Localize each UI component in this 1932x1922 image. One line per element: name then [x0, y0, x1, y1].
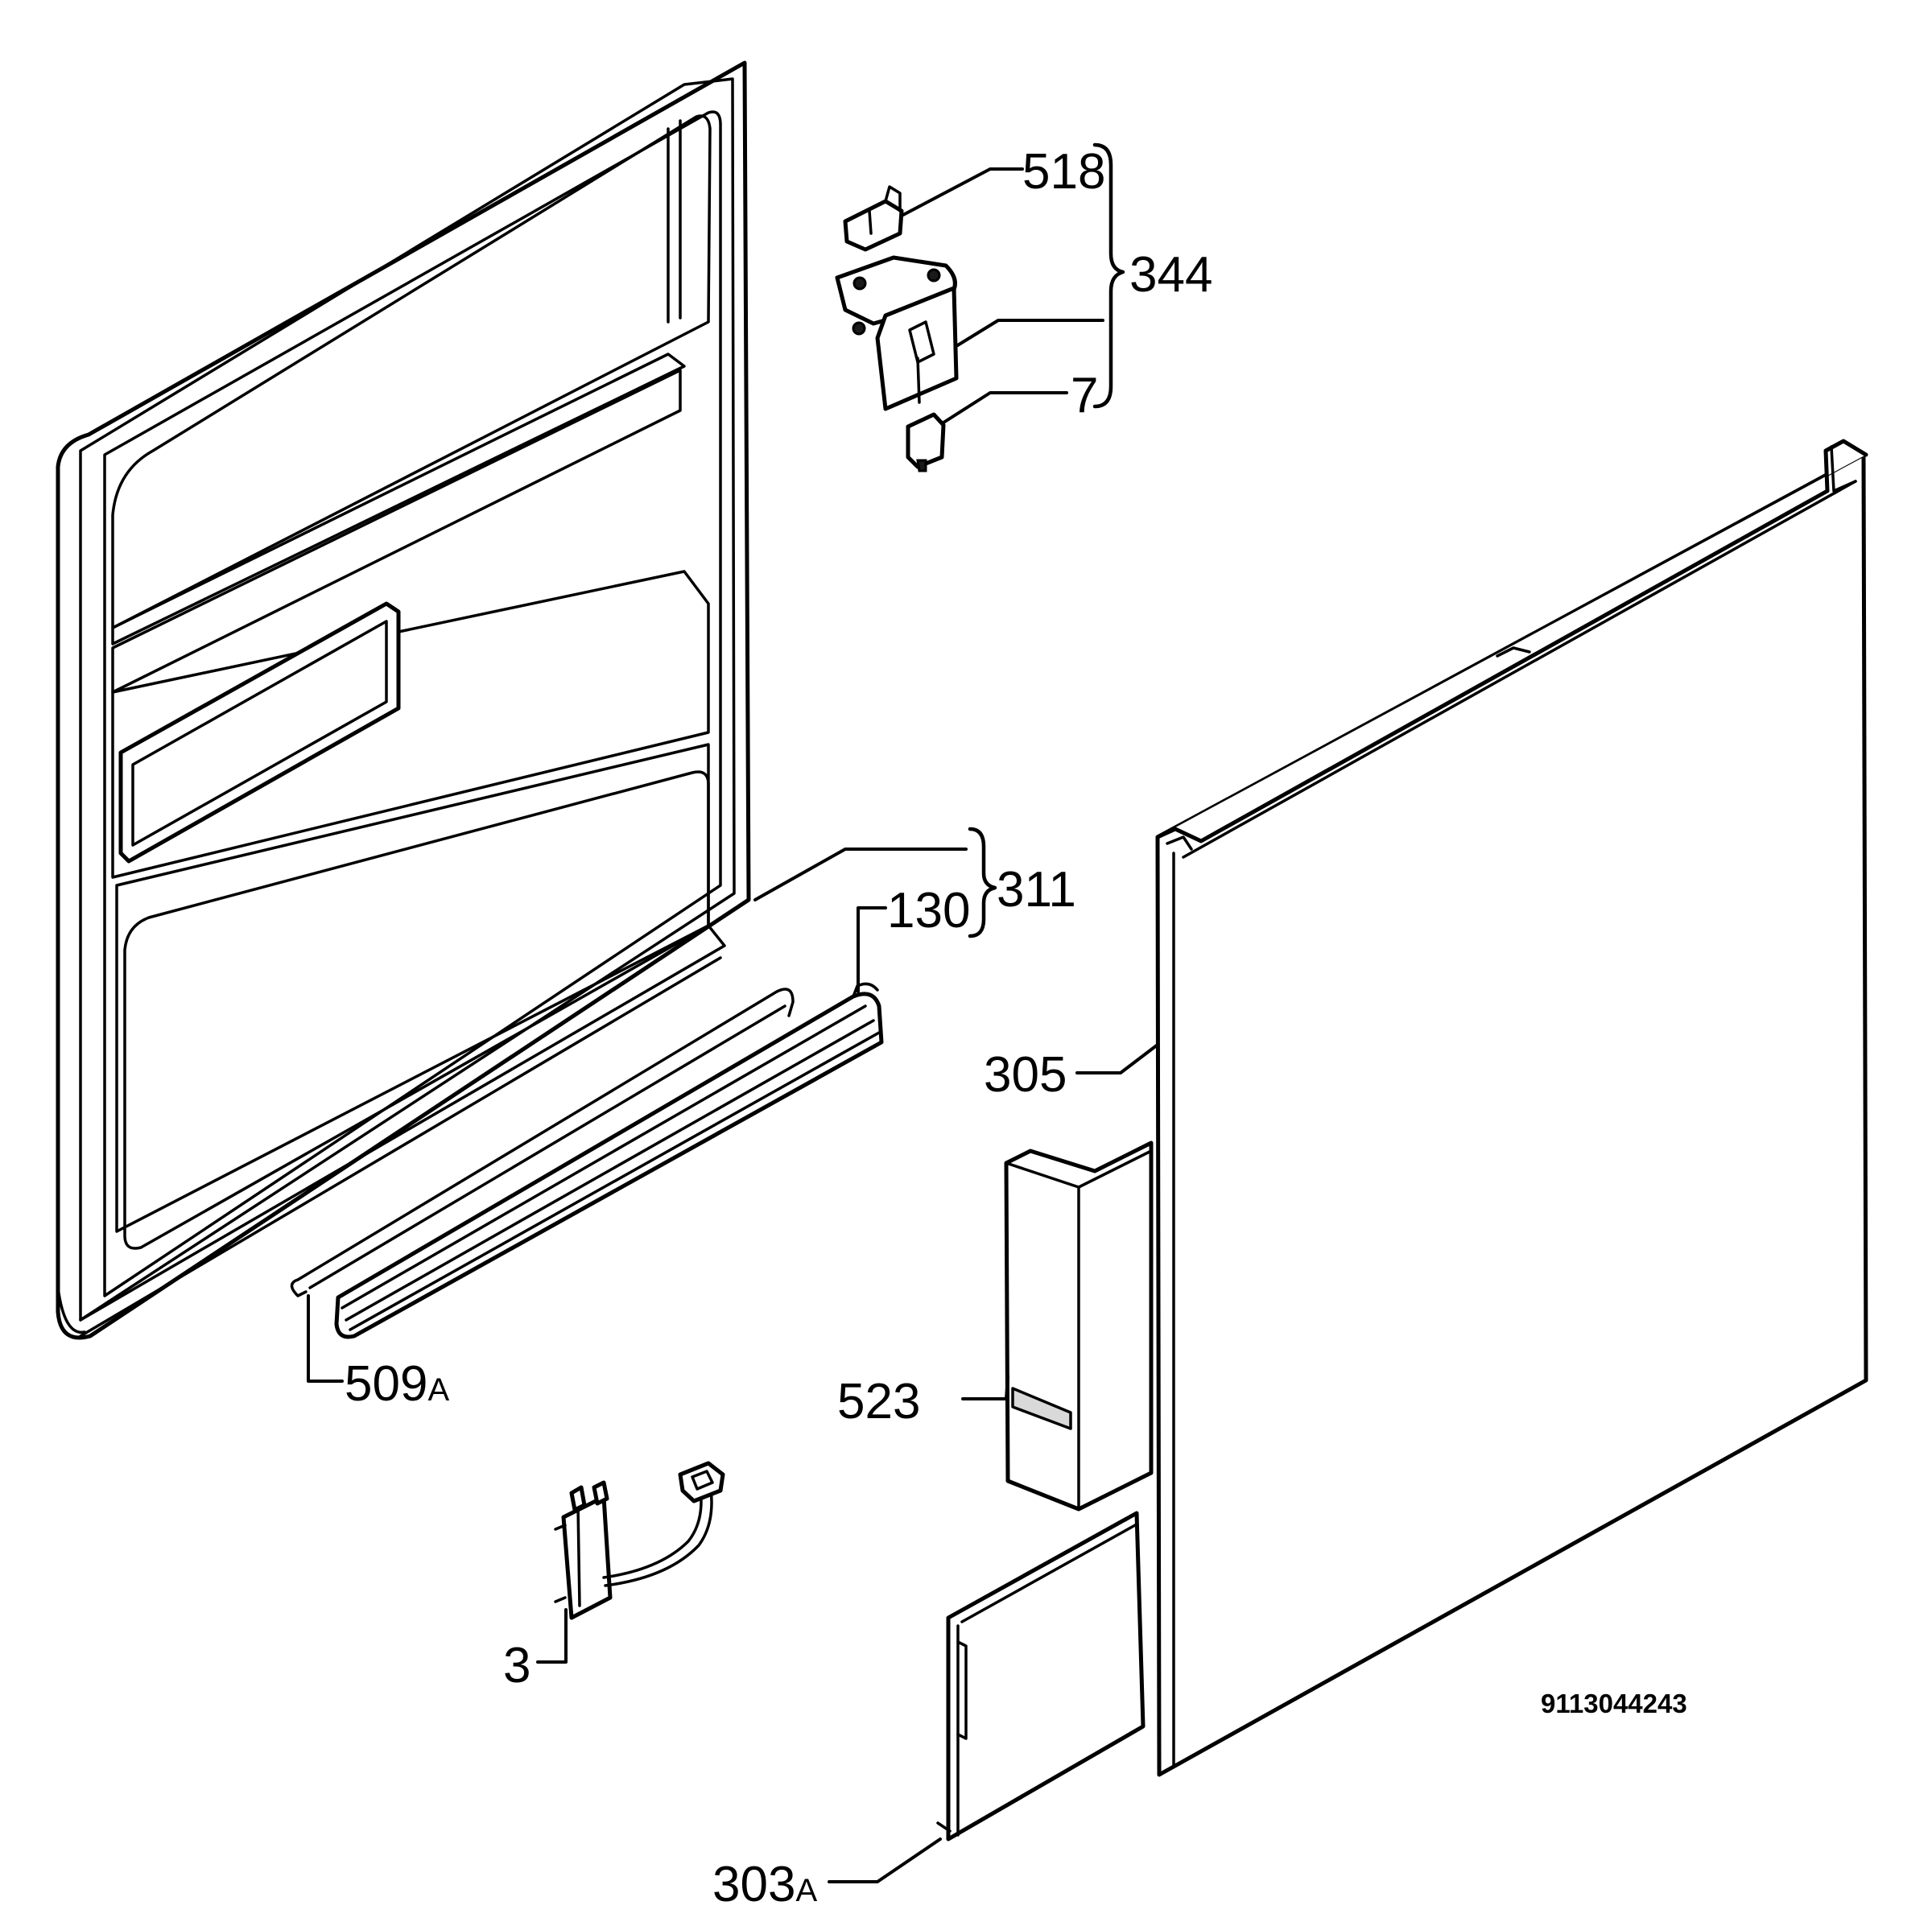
latch-518 — [843, 199, 904, 252]
callout-labels: 518 344 7 311 130 305 509A 523 3 303A 91… — [345, 144, 1687, 1912]
hinge-rod-509a — [290, 988, 795, 1297]
callout-130: 130 — [887, 883, 970, 938]
door-seal-130 — [334, 982, 884, 1339]
callout-305: 305 — [984, 1047, 1067, 1103]
door-switch-3 — [554, 1461, 725, 1620]
callout-311: 311 — [997, 862, 1076, 918]
callout-303a: 303A — [712, 1857, 817, 1912]
callout-518: 518 — [1022, 144, 1105, 200]
callout-344: 344 — [1129, 247, 1212, 303]
inner-door-panel — [56, 60, 751, 1340]
kick-plate-303a — [936, 1511, 1146, 1842]
control-box-523 — [1004, 1140, 1154, 1512]
switch-7 — [906, 412, 946, 469]
callout-7: 7 — [1071, 368, 1098, 423]
callout-509a: 509A — [345, 1356, 449, 1412]
callout-leaders — [307, 142, 1159, 1883]
outer-door-panel-305 — [1155, 439, 1868, 1777]
document-id: 9113044243 — [1541, 1689, 1687, 1718]
callout-3: 3 — [503, 1638, 530, 1693]
door-lock-assembly-344 — [835, 185, 959, 472]
callout-523: 523 — [837, 1374, 920, 1429]
